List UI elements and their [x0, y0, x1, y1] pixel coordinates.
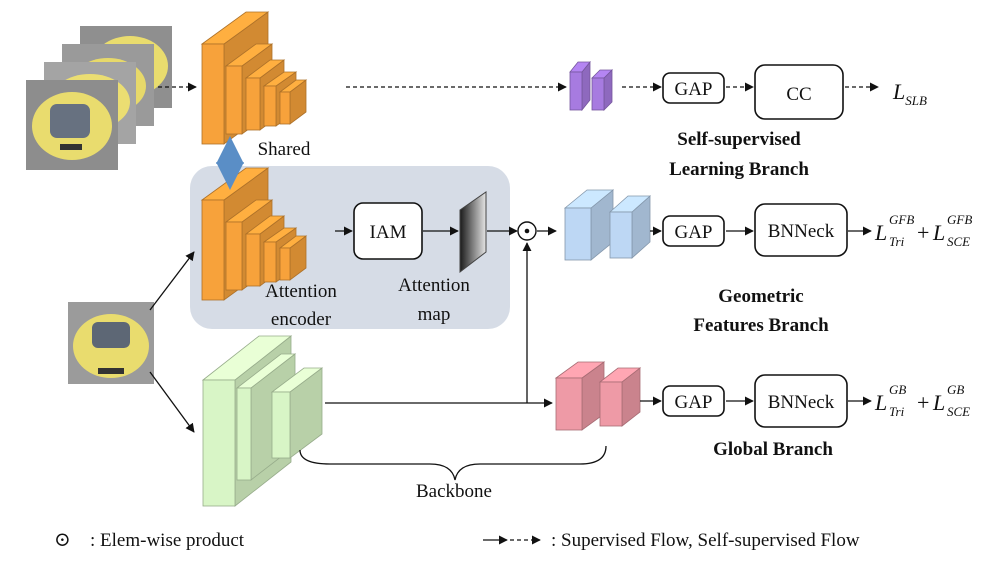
- svg-text:GFB: GFB: [947, 212, 972, 227]
- svg-text:GFB: GFB: [889, 212, 914, 227]
- encoder-layer-5: [278, 235, 308, 281]
- gap-box-gb: [662, 385, 725, 417]
- svg-text:+: +: [917, 390, 929, 415]
- bnneck-box-gfb: [754, 203, 848, 257]
- svg-text:L: L: [932, 220, 945, 245]
- loss-gfb: L GFB Tri + L GFB SCE: [874, 212, 972, 249]
- elementwise-product-node: [517, 221, 537, 241]
- backbone-brace: [299, 445, 607, 481]
- self-supervised-features: [569, 60, 613, 112]
- attention-encoder-label-line1: Attention: [265, 281, 337, 302]
- global-features: [554, 361, 642, 431]
- svg-text:Tri: Tri: [889, 234, 905, 249]
- svg-text:GB: GB: [889, 382, 906, 397]
- cc-box: [754, 64, 844, 120]
- legend-product-symbol: ⊙: [54, 529, 71, 551]
- svg-text:Tri: Tri: [889, 404, 905, 419]
- gap-label-gfb: GAP: [674, 222, 712, 243]
- augmented-car-images: [26, 26, 172, 170]
- loss-slb: LSLB: [892, 79, 927, 108]
- backbone-label: Backbone: [416, 481, 492, 502]
- blue-block-1: [563, 189, 615, 261]
- svg-text:+: +: [917, 220, 929, 245]
- gap-box-gfb: [662, 215, 725, 247]
- iam-box: [353, 202, 423, 260]
- legend-product-text: : Elem-wise product: [90, 530, 245, 551]
- attention-encoder-blocks: [200, 167, 308, 301]
- purple-block-2: [591, 69, 613, 111]
- attention-map-label-line2: map: [418, 304, 451, 325]
- svg-text:SCE: SCE: [947, 404, 970, 419]
- loss-gb: L GB Tri + L GB SCE: [874, 382, 970, 419]
- supervised-flow-arrows: [149, 226, 872, 433]
- ssl-branch-title-line1: Self-supervised: [677, 129, 801, 150]
- backbone-layer-3: [270, 367, 324, 459]
- shared-encoder-top: [200, 11, 308, 145]
- encoder-layer-5: [278, 79, 308, 125]
- red-block-2: [598, 367, 642, 427]
- gap-box-ssl: [662, 72, 725, 104]
- red-block-1: [554, 361, 606, 431]
- gap-label-gb: GAP: [674, 392, 712, 413]
- svg-text:SCE: SCE: [947, 234, 970, 249]
- backbone-blocks: [201, 335, 324, 507]
- svg-text:L: L: [874, 220, 887, 245]
- gap-label-ssl: GAP: [674, 79, 712, 100]
- input-car-image: [68, 302, 154, 384]
- svg-text:L: L: [874, 390, 887, 415]
- iam-label: IAM: [370, 222, 407, 243]
- gfb-branch-title-line2: Features Branch: [693, 315, 829, 336]
- attention-encoder-label-line2: encoder: [271, 309, 332, 330]
- bnneck-label-gb: BNNeck: [768, 392, 835, 413]
- geometric-features: [563, 189, 652, 261]
- attention-map-slab: [459, 191, 487, 274]
- blue-block-2: [608, 195, 652, 259]
- purple-block-1: [569, 60, 591, 112]
- ssl-branch-title-line2: Learning Branch: [669, 159, 809, 180]
- bnneck-label-gfb: BNNeck: [768, 221, 835, 242]
- attention-map-label-line1: Attention: [398, 275, 470, 296]
- shared-label: Shared: [258, 139, 311, 160]
- cc-label: CC: [786, 84, 811, 105]
- bnneck-box-gb: [754, 374, 848, 428]
- legend-flow-text: : Supervised Flow, Self-supervised Flow: [551, 530, 860, 551]
- svg-text:L: L: [932, 390, 945, 415]
- svg-text:GB: GB: [947, 382, 964, 397]
- gfb-branch-title-line1: Geometric: [718, 286, 803, 307]
- gb-branch-title: Global Branch: [713, 439, 833, 460]
